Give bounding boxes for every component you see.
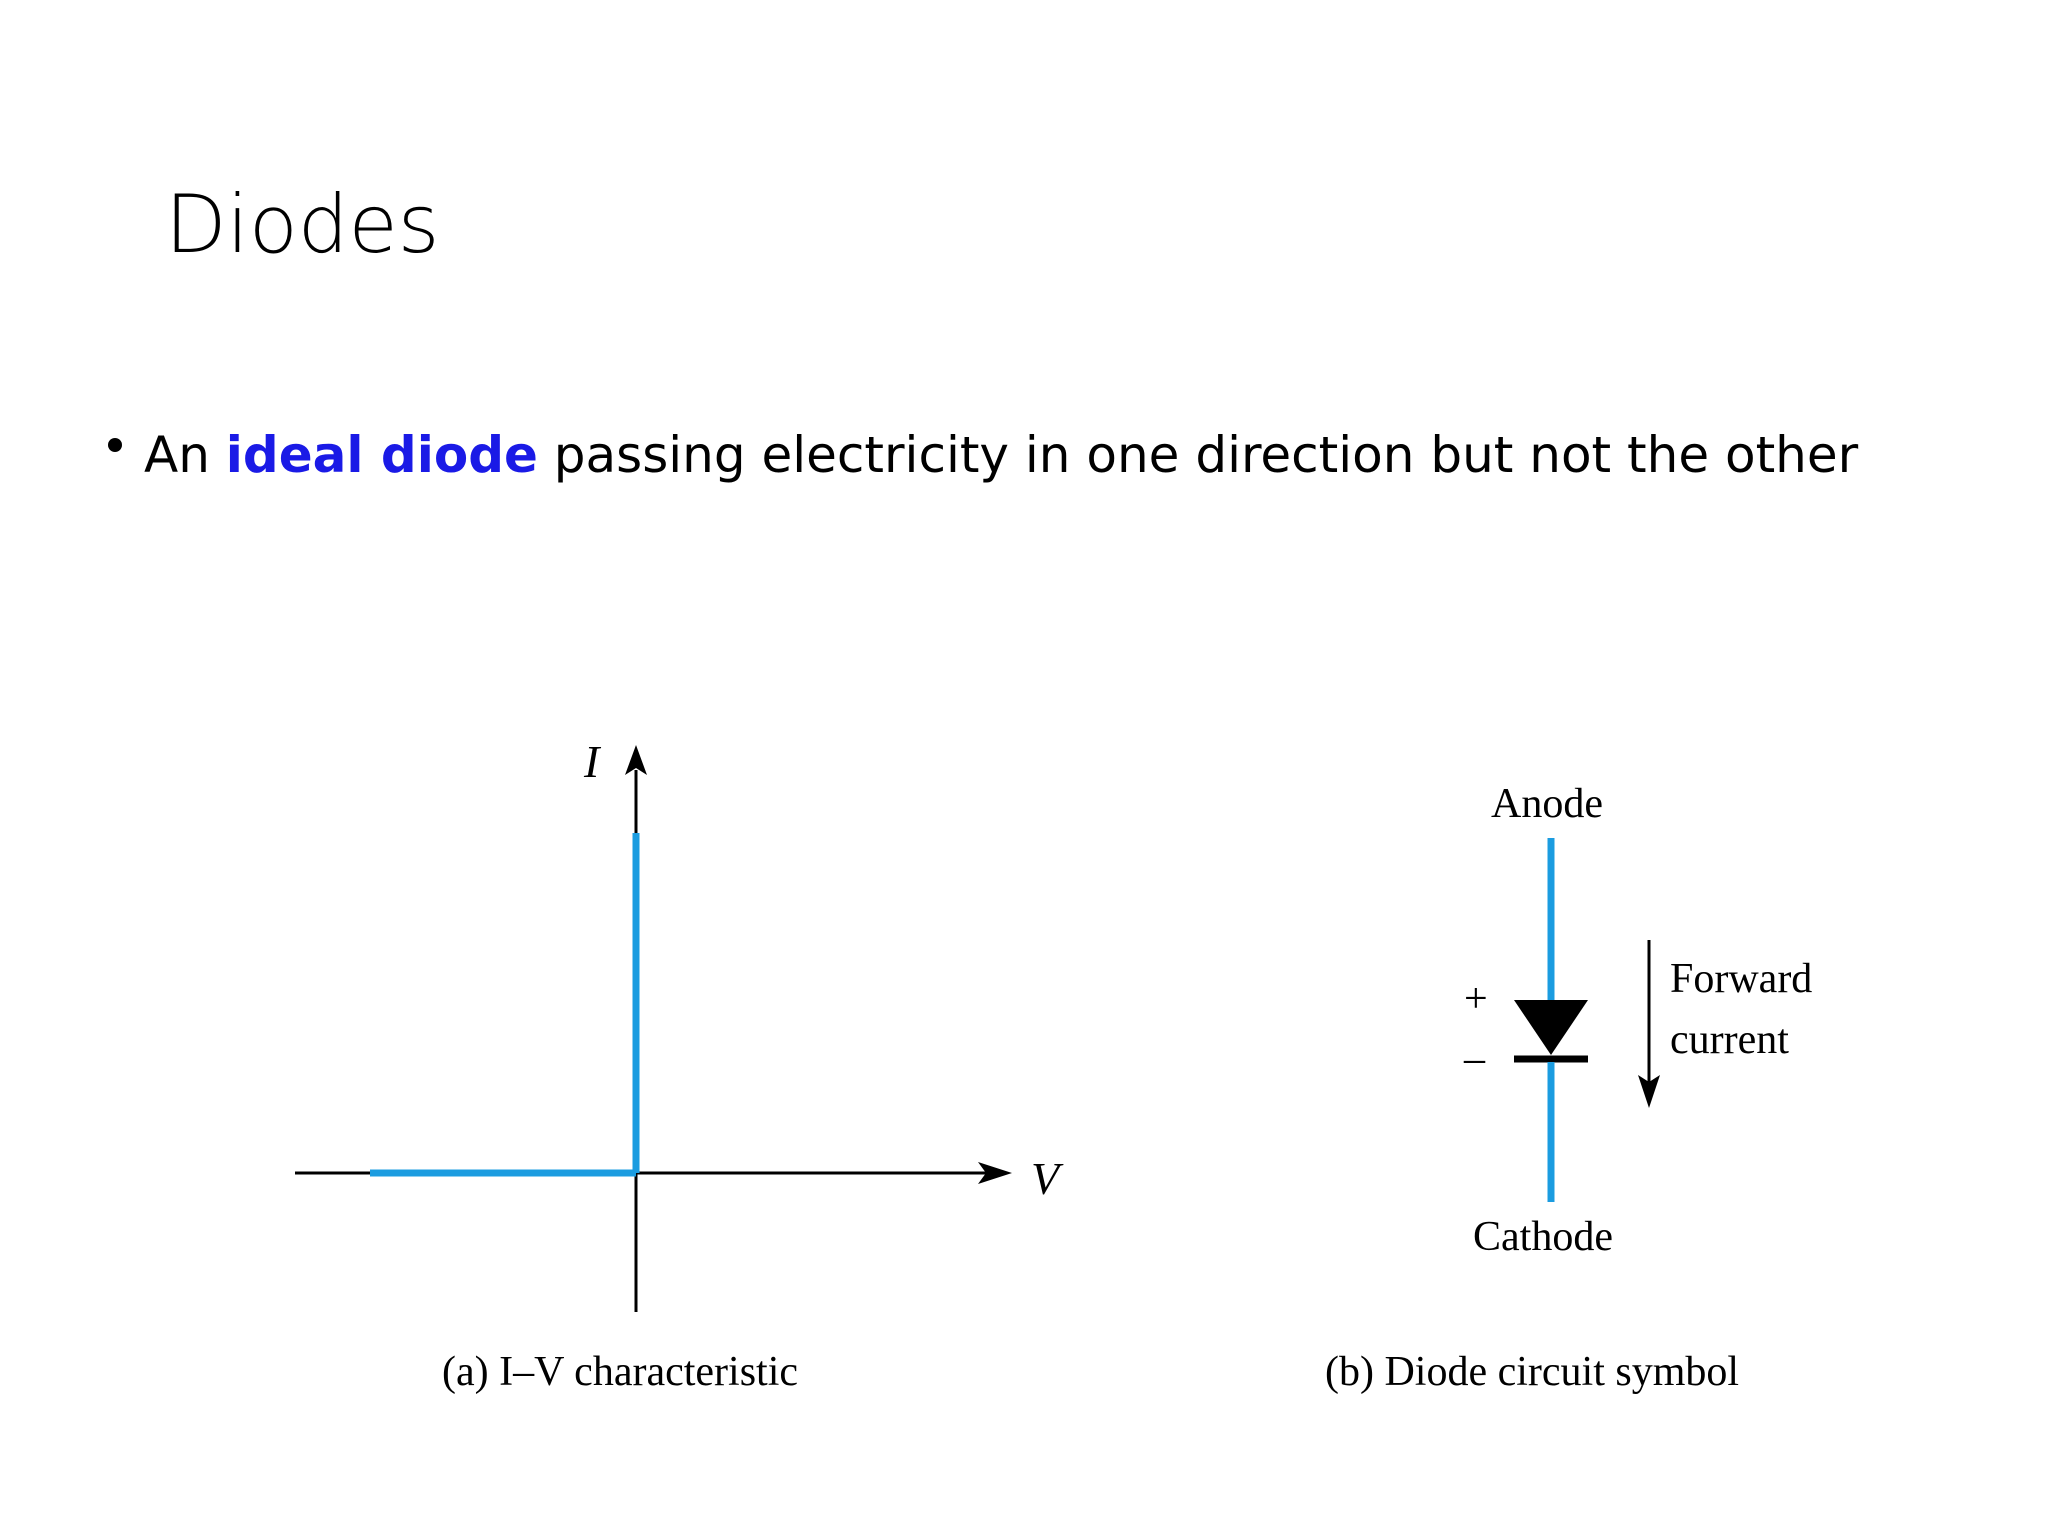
- x-axis-arrow-icon: [978, 1162, 1012, 1184]
- y-axis-label: I: [584, 736, 600, 787]
- cathode-label: Cathode: [1473, 1214, 1613, 1260]
- y-axis-arrow-icon: [625, 745, 647, 775]
- anode-label: Anode: [1491, 781, 1603, 827]
- x-axis-label: V: [1031, 1153, 1060, 1204]
- bullet-suffix: passing electricity in one direction but…: [537, 426, 1859, 484]
- plus-sign: +: [1464, 976, 1488, 1022]
- minus-sign: –: [1464, 1036, 1485, 1082]
- forward-label-line2: current: [1670, 1017, 1789, 1063]
- bullet-dot-icon: [108, 437, 122, 452]
- forward-label-line1: Forward: [1670, 956, 1813, 1002]
- slide-title: Diodes: [165, 178, 440, 271]
- diode-triangle-icon: [1514, 1000, 1588, 1055]
- bullet-item: An ideal diode passing electricity in on…: [108, 425, 1858, 485]
- bullet-prefix: An: [144, 426, 226, 484]
- figure-b-caption: (b) Diode circuit symbol: [1325, 1349, 1740, 1395]
- bullet-highlight: ideal diode: [225, 426, 538, 484]
- down-arrow-icon: [1638, 1075, 1660, 1108]
- figure-a-caption: (a) I–V characteristic: [442, 1349, 799, 1395]
